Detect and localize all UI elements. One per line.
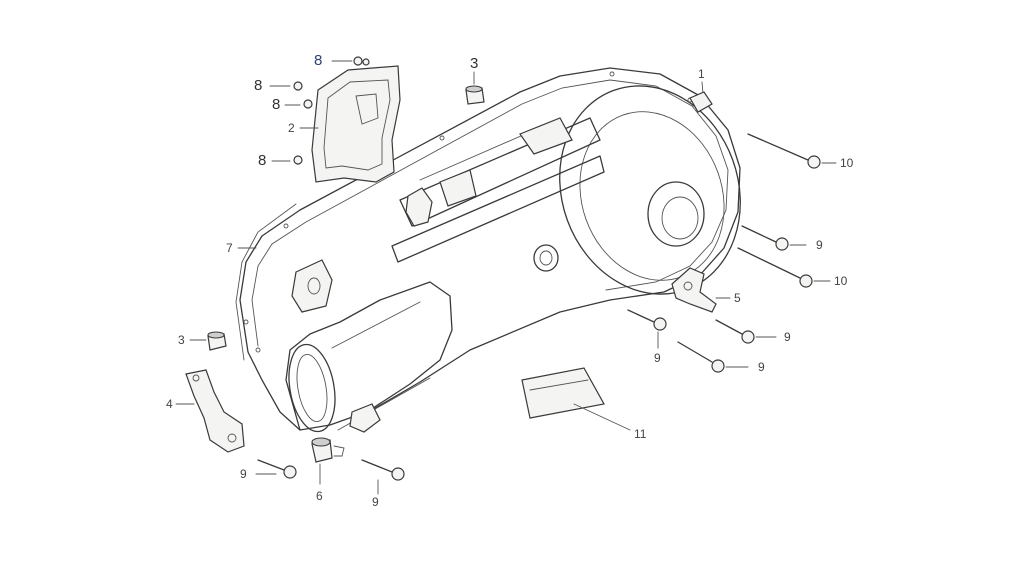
callout-9-c: 9	[784, 330, 791, 344]
callout-9-f: 9	[372, 495, 379, 509]
callout-1: 1	[698, 67, 705, 81]
cover-plate-2	[311, 65, 401, 183]
bush-6	[311, 437, 345, 485]
callout-4: 4	[166, 397, 173, 411]
wedge-11	[521, 367, 631, 431]
bracket-4	[175, 369, 245, 453]
callout-8-b: 8	[272, 96, 281, 113]
bracket-5	[671, 267, 731, 313]
callout-8-c: 8	[258, 152, 267, 169]
callout-8-a: 8	[254, 77, 263, 94]
callout-9-b: 9	[654, 351, 661, 365]
long-bolts	[255, 133, 837, 495]
callout-10-a: 10	[840, 156, 854, 170]
callout-9-e: 9	[240, 467, 247, 481]
callout-8-blue: 8	[314, 52, 323, 69]
callout-5: 5	[734, 291, 741, 305]
dowel-pins-3	[189, 85, 485, 351]
callout-11: 11	[634, 427, 647, 441]
callout-6: 6	[316, 489, 323, 503]
callout-3-left: 3	[178, 333, 185, 347]
callout-9-d: 9	[758, 360, 765, 374]
callout-7: 7	[226, 241, 233, 255]
small-bolts-8	[269, 56, 370, 165]
callout-3-top: 3	[470, 55, 479, 72]
callout-10-b: 10	[834, 274, 848, 288]
crankcase-cover	[239, 67, 741, 433]
callout-2: 2	[288, 121, 295, 135]
leader-lines	[237, 71, 713, 249]
callout-9-a: 9	[816, 238, 823, 252]
